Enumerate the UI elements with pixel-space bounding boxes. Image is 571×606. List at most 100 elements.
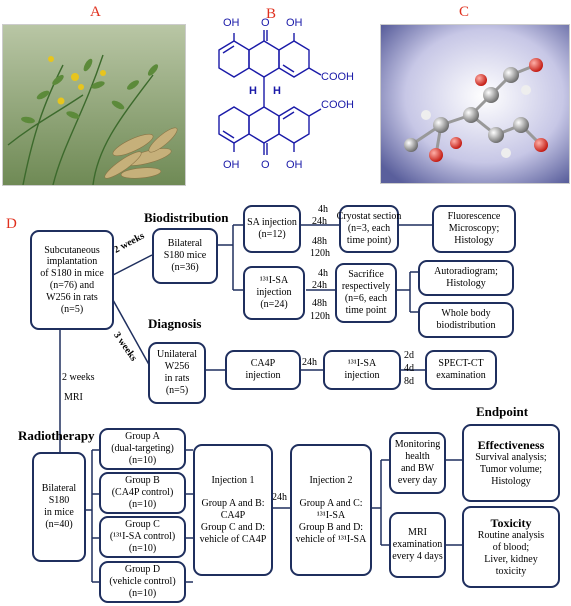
box-text: Monitoring bbox=[394, 439, 441, 451]
effectiveness-box: Effectiveness Survival analysis; Tumor v… bbox=[462, 424, 560, 502]
box-text: SA injection bbox=[247, 217, 297, 229]
fluorescence-box: Fluorescence Microscopy; Histology bbox=[432, 205, 516, 253]
injection1-box: Injection 1 Group A and B: CA4P Group C … bbox=[193, 444, 273, 576]
toxicity-box: Toxicity Routine analysis of blood; Live… bbox=[462, 506, 560, 588]
box-text: time point bbox=[345, 304, 387, 316]
diagnosis-heading: Diagnosis bbox=[148, 316, 202, 331]
box-text: S180 mice bbox=[163, 250, 207, 262]
box-text: (n=10) bbox=[128, 498, 157, 510]
box-text: (n=3, each bbox=[347, 223, 391, 235]
box-text: MRI bbox=[408, 527, 427, 539]
box-text: examination bbox=[392, 539, 443, 551]
group-d-box: Group D (vehicle control) (n=10) bbox=[99, 561, 186, 603]
two-weeks-label: 2 weeks bbox=[62, 372, 95, 383]
box-text: (n=24) bbox=[260, 298, 288, 310]
sennoside-structure: OH O OH H H COOH COOH OH O OH bbox=[218, 17, 354, 171]
box-text: CA4P bbox=[250, 358, 276, 370]
box-text: vehicle of CA4P bbox=[199, 533, 267, 545]
box-text: time point) bbox=[346, 234, 392, 246]
box-text: (dual-targeting) bbox=[111, 443, 174, 455]
group-a-box: Group A (dual-targeting) (n=10) bbox=[99, 428, 186, 470]
monitoring-box: Monitoring health and BW every day bbox=[389, 432, 446, 494]
box-text: Autoradiogram; bbox=[434, 266, 498, 278]
bilateral-s180-box: Bilateral S180 in mice (n=40) bbox=[32, 452, 86, 562]
panel-label-a: A bbox=[90, 4, 101, 20]
box-text: Histology bbox=[454, 234, 494, 246]
box-text: injection bbox=[245, 370, 281, 381]
box-text: Injection 1 bbox=[211, 474, 255, 486]
box-text: Group A and B: bbox=[201, 498, 265, 510]
box-text: in mice bbox=[44, 507, 74, 518]
time-label: 48h bbox=[312, 298, 327, 309]
injection2-box: Injection 2 Group A and C: ¹³¹I-SA Group… bbox=[290, 444, 372, 576]
box-text: Microscopy; bbox=[448, 223, 500, 235]
cooh-label: COOH bbox=[321, 99, 354, 111]
box-text: (n=12) bbox=[258, 229, 286, 240]
time-label: 24h bbox=[272, 492, 287, 503]
biodistribution-heading: Biodistribution bbox=[144, 210, 229, 225]
box-text: implantation bbox=[46, 256, 98, 268]
box-text: Group A and C: bbox=[299, 498, 363, 510]
whole-body-box: Whole body biodistribution bbox=[418, 302, 514, 338]
box-text: respectively bbox=[341, 281, 391, 293]
oh-label: OH bbox=[223, 159, 240, 171]
box-text: Histology bbox=[446, 278, 486, 289]
box-text: (n=10) bbox=[128, 542, 157, 554]
box-text: Group C and D: bbox=[200, 521, 266, 533]
autoradiogram-box: Autoradiogram; Histology bbox=[418, 260, 514, 296]
box-text: Survival analysis; bbox=[475, 452, 547, 464]
cooh-label: COOH bbox=[321, 71, 354, 83]
oh-label: OH bbox=[286, 17, 303, 29]
box-text: Group C bbox=[125, 519, 160, 531]
box-text: (n=36) bbox=[171, 261, 199, 273]
box-text: Group B and D: bbox=[298, 521, 364, 533]
time-label: 120h bbox=[310, 311, 330, 322]
box-text: Fluorescence bbox=[447, 211, 501, 223]
time-label: 4h bbox=[318, 204, 328, 215]
box-text: Routine analysis bbox=[477, 530, 545, 542]
time-label: 24h bbox=[312, 216, 327, 227]
time-label: 48h bbox=[312, 236, 327, 247]
box-text bbox=[232, 486, 235, 498]
box-text: injection bbox=[256, 287, 292, 299]
box-text: W256 in rats bbox=[46, 291, 98, 303]
box-text: Bilateral bbox=[167, 238, 203, 250]
box-text: toxicity bbox=[495, 565, 527, 577]
box-text: (CA4P control) bbox=[111, 487, 174, 499]
box-text: (n=6, each bbox=[344, 293, 388, 304]
box-text: Tumor volume; bbox=[479, 464, 543, 476]
oh-label: OH bbox=[223, 17, 240, 29]
unilateral-box: Unilateral W256 in rats (n=5) bbox=[148, 342, 206, 404]
box-text: Group D bbox=[124, 564, 161, 576]
box-text: (vehicle control) bbox=[109, 576, 176, 588]
panel-label-c: C bbox=[459, 4, 470, 20]
box-text: (n=10) bbox=[128, 454, 157, 466]
time-label: 24h bbox=[302, 357, 317, 368]
box-text: (n=40) bbox=[45, 518, 73, 530]
group-b-box: Group B (CA4P control) (n=10) bbox=[99, 472, 186, 514]
box-title: Toxicity bbox=[490, 516, 532, 531]
box-text: S180 bbox=[48, 495, 70, 507]
oxo-label: O bbox=[261, 17, 270, 29]
radiotherapy-heading: Radiotherapy bbox=[18, 428, 95, 443]
box-text: Injection 2 bbox=[309, 474, 353, 486]
time-label: 2d bbox=[404, 350, 414, 361]
mri-label: MRI bbox=[64, 392, 83, 403]
implant-box: Subcutaneous implantation of S180 in mic… bbox=[30, 230, 114, 330]
h-label: H bbox=[249, 85, 257, 97]
spect-box: SPECT-CT examination bbox=[425, 350, 497, 390]
box-text: ¹³¹I-SA bbox=[347, 358, 377, 370]
box-text: examination bbox=[436, 370, 486, 381]
box-text: Liver, kidney bbox=[484, 554, 538, 566]
oxo-label: O bbox=[261, 159, 270, 171]
ca4p-box: CA4P injection bbox=[225, 350, 301, 390]
time-label: 4h bbox=[318, 268, 328, 279]
plant-photo bbox=[2, 24, 186, 186]
box-text: Unilateral bbox=[157, 349, 197, 361]
box-text: and BW bbox=[400, 463, 435, 474]
time-label: 120h bbox=[310, 248, 330, 259]
mri-exam-box: MRI examination every 4 days bbox=[389, 512, 446, 578]
i131-injection-box: ¹³¹I-SA injection (n=24) bbox=[243, 266, 305, 320]
box-text: (n=76) and bbox=[49, 280, 95, 291]
